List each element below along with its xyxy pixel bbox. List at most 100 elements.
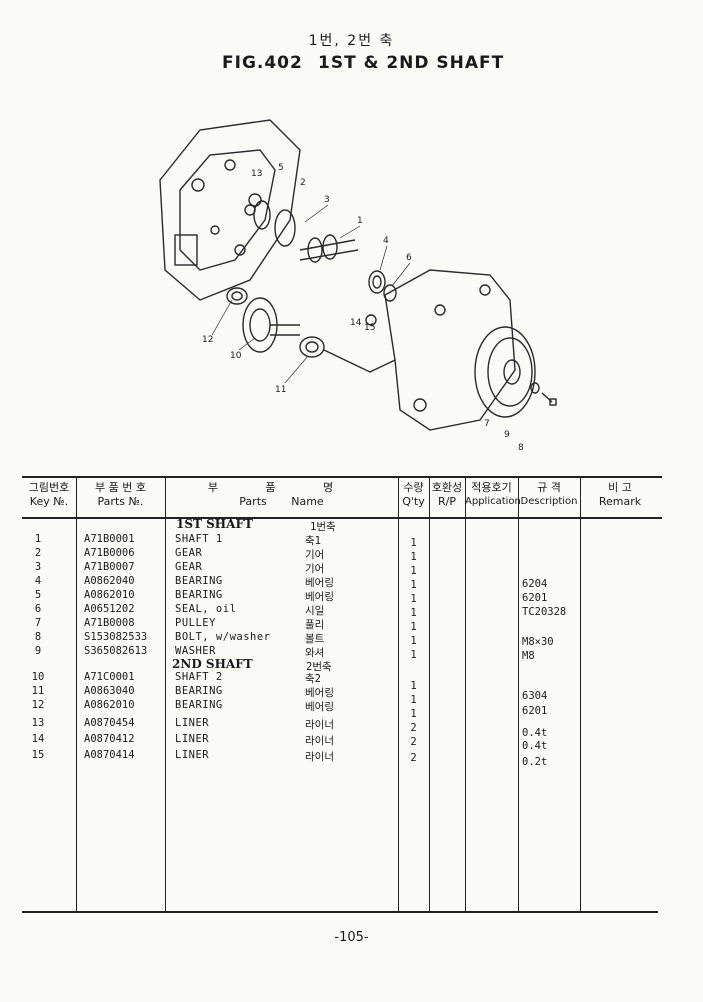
row-part-name-ko: 베어링 bbox=[305, 591, 334, 603]
row-part-name: BOLT, w/washer bbox=[175, 631, 271, 643]
section-1st-shaft: 1ST SHAFT bbox=[176, 517, 253, 531]
row-part-number: A71C0001 bbox=[84, 671, 135, 683]
row-part-number: A0651202 bbox=[84, 603, 135, 615]
header-rp-en: R/P bbox=[438, 495, 456, 508]
header-key-en: Key №. bbox=[29, 495, 69, 508]
callout-14: 14 bbox=[350, 318, 362, 328]
section-1st-shaft-ko: 1번축 bbox=[310, 521, 336, 533]
row-part-name: PULLEY bbox=[175, 617, 216, 629]
row-description: 6204 bbox=[522, 578, 548, 590]
row-part-number: A71B0001 bbox=[84, 533, 135, 545]
header-partname-ko: 부 품 명 bbox=[207, 481, 356, 494]
left-housing bbox=[159, 119, 301, 301]
row-part-name-ko: 기어 bbox=[305, 549, 325, 561]
right-housing bbox=[384, 269, 516, 431]
row-description: 0.2t bbox=[522, 756, 548, 768]
row-part-number: A0870454 bbox=[84, 717, 135, 729]
row-part-name-ko: 풀리 bbox=[305, 619, 325, 631]
row-qty: 1 bbox=[410, 635, 417, 647]
row-part-name: SEAL, oil bbox=[175, 603, 237, 615]
row-part-name-ko: 축2 bbox=[305, 673, 321, 685]
row-part-name-ko: 와셔 bbox=[305, 647, 325, 659]
figure-number: FIG.402 bbox=[222, 53, 303, 73]
section-2nd-shaft-ko: 2번축 bbox=[306, 661, 332, 673]
header-partno-ko: 부 품 번 호 bbox=[95, 481, 146, 494]
row-key: 10 bbox=[31, 671, 45, 683]
row-part-name: BEARING bbox=[175, 589, 223, 601]
callout-9: 9 bbox=[504, 430, 510, 440]
callout-15: 15 bbox=[364, 323, 375, 333]
header-desc-en: Description bbox=[520, 496, 578, 507]
row-part-name-ko: 라이너 bbox=[305, 735, 334, 747]
row-qty: 2 bbox=[410, 752, 417, 764]
row-key: 3 bbox=[34, 561, 42, 573]
row-part-name: LINER bbox=[175, 733, 210, 745]
header-partname-en-1: Parts bbox=[239, 495, 267, 508]
row-key: 5 bbox=[34, 589, 42, 601]
callout-4: 4 bbox=[383, 236, 389, 246]
row-key: 9 bbox=[34, 645, 42, 657]
row-qty: 1 bbox=[410, 607, 417, 619]
row-qty: 1 bbox=[410, 649, 417, 661]
header-partno-en: Parts №. bbox=[97, 495, 144, 508]
row-key: 8 bbox=[34, 631, 42, 643]
row-part-name-ko: 라이너 bbox=[305, 751, 334, 763]
callout-10: 10 bbox=[230, 351, 242, 361]
row-key: 12 bbox=[31, 699, 45, 711]
row-part-name: BEARING bbox=[175, 575, 223, 587]
row-part-name: LINER bbox=[175, 749, 210, 761]
row-description: M8 bbox=[522, 650, 535, 662]
row-part-number: A0862010 bbox=[84, 699, 135, 711]
header-key-ko: 그림번호 bbox=[28, 481, 70, 494]
row-part-name-ko: 베어링 bbox=[305, 701, 334, 713]
callout-5: 5 bbox=[278, 163, 284, 173]
row-part-name: SHAFT 1 bbox=[175, 533, 223, 545]
row-qty: 1 bbox=[410, 593, 417, 605]
row-part-name-ko: 기어 bbox=[305, 563, 325, 575]
row-qty: 2 bbox=[410, 722, 417, 734]
row-part-name-ko: 라이너 bbox=[305, 719, 334, 731]
header-remark-en: Remark bbox=[598, 495, 642, 508]
row-description: 0.4t bbox=[522, 727, 548, 739]
row-part-number: A0862010 bbox=[84, 589, 135, 601]
callout-3: 3 bbox=[324, 195, 330, 205]
header-remark-ko: 비 고 bbox=[608, 481, 632, 494]
row-part-name: WASHER bbox=[175, 645, 216, 657]
row-part-number: A71B0007 bbox=[84, 561, 135, 573]
row-description: 0.4t bbox=[522, 740, 548, 752]
row-qty: 1 bbox=[410, 551, 417, 563]
callout-8: 8 bbox=[518, 443, 524, 453]
row-key: 2 bbox=[34, 547, 42, 559]
header-partname-en-2: Name bbox=[291, 495, 324, 508]
row-part-name-ko: 베어링 bbox=[305, 687, 334, 699]
row-qty: 1 bbox=[410, 694, 417, 706]
callout-6: 6 bbox=[406, 253, 412, 263]
callout-7: 7 bbox=[484, 419, 490, 429]
header-app-en: Application bbox=[465, 496, 521, 507]
row-key: 4 bbox=[34, 575, 42, 587]
header-rp-ko: 호환성 bbox=[431, 481, 463, 494]
row-part-name: BEARING bbox=[175, 685, 223, 697]
row-part-number: A0870412 bbox=[84, 733, 135, 745]
row-part-name-ko: 베어링 bbox=[305, 577, 334, 589]
row-qty: 1 bbox=[410, 579, 417, 591]
row-part-number: A0863040 bbox=[84, 685, 135, 697]
row-part-number: A71B0008 bbox=[84, 617, 135, 629]
row-qty: 1 bbox=[410, 621, 417, 633]
callout-1: 1 bbox=[357, 216, 363, 226]
row-part-number: A71B0006 bbox=[84, 547, 135, 559]
row-part-name: GEAR bbox=[175, 547, 203, 559]
row-key: 14 bbox=[31, 733, 45, 745]
row-key: 11 bbox=[31, 685, 45, 697]
callout-12: 12 bbox=[202, 335, 213, 345]
row-part-name-ko: 시일 bbox=[305, 605, 325, 617]
section-2nd-shaft: 2ND SHAFT bbox=[172, 657, 253, 671]
row-qty: 1 bbox=[410, 708, 417, 720]
row-qty: 1 bbox=[410, 537, 417, 549]
row-key: 13 bbox=[31, 717, 45, 729]
row-part-number: S153082533 bbox=[84, 631, 148, 643]
header-desc-ko: 규 격 bbox=[537, 481, 561, 494]
header-qty-ko: 수량 bbox=[403, 481, 424, 494]
exploded-parts-diagram: 1 2 3 4 5 6 7 8 9 10 11 12 13 14 15 bbox=[159, 119, 557, 453]
callout-2: 2 bbox=[300, 178, 306, 188]
